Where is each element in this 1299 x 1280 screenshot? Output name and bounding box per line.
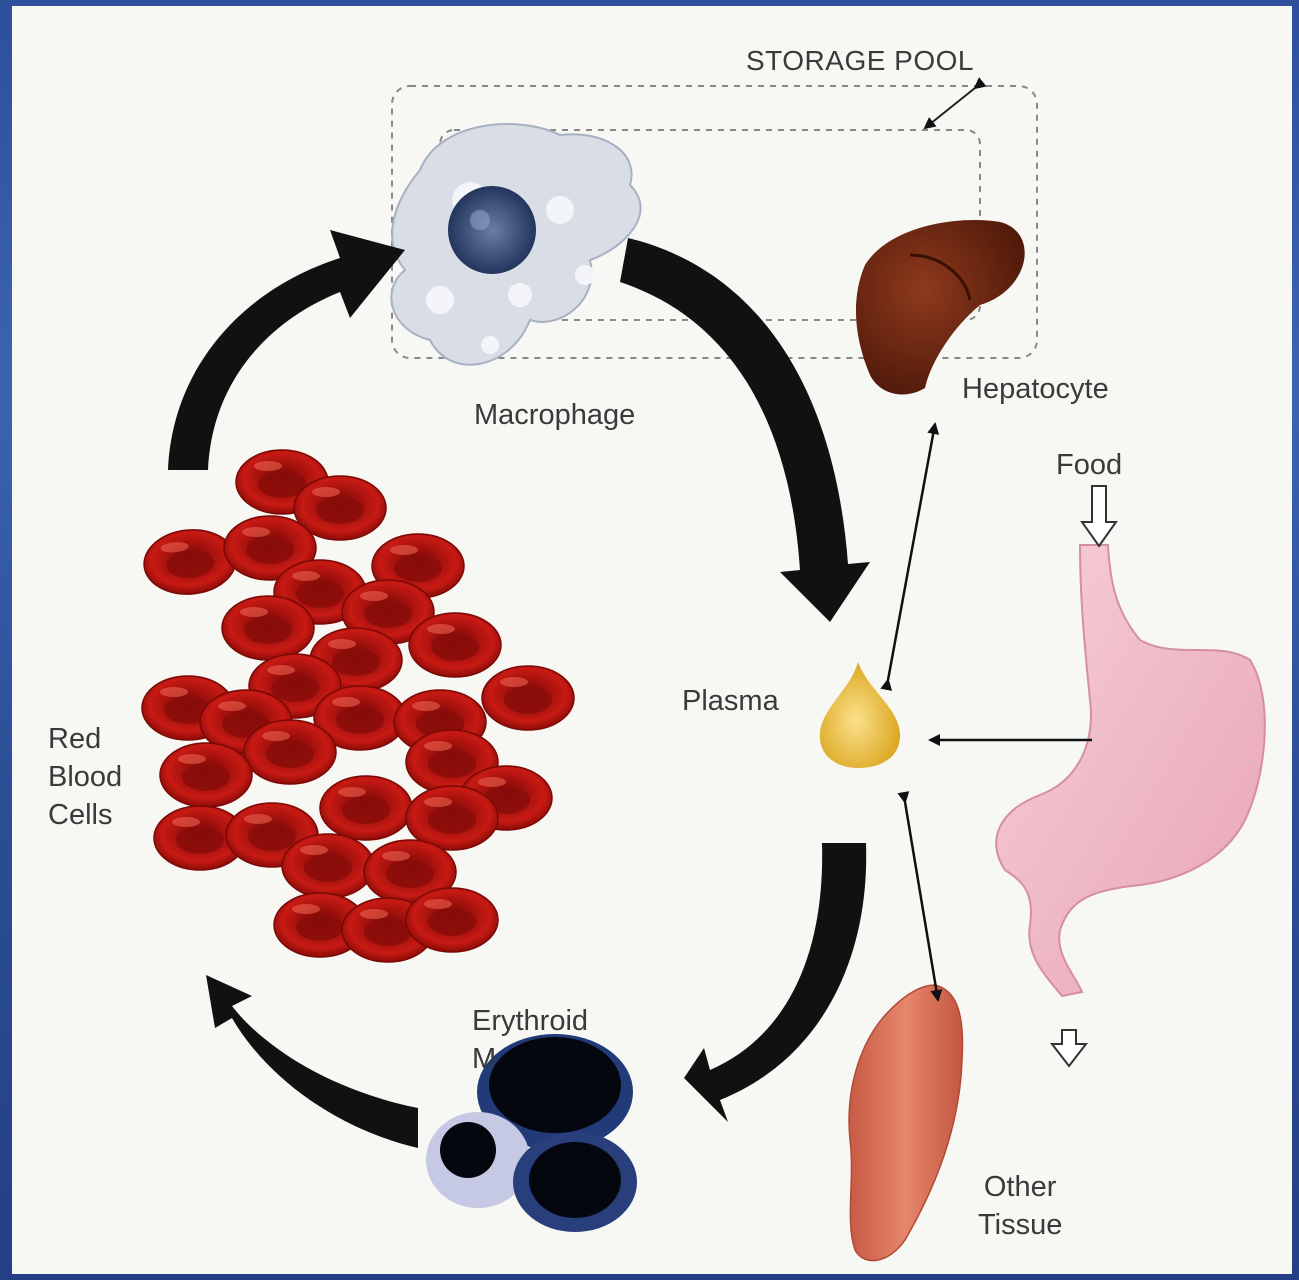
- red-blood-cell: [222, 596, 314, 660]
- arrow-plasma-hepatocyte: [888, 424, 935, 680]
- stomach: [996, 545, 1265, 996]
- red-blood-cell: [406, 888, 498, 952]
- red-blood-cell: [244, 720, 336, 784]
- red-blood-cell: [320, 776, 412, 840]
- arrow-plasma-to-marrow: [684, 843, 866, 1122]
- red-blood-cell: [160, 743, 252, 807]
- plasma-label: Plasma: [682, 682, 779, 720]
- food-out-arrow: [1052, 1030, 1086, 1066]
- red-blood-cells: [141, 450, 574, 962]
- food-label: Food: [1056, 446, 1122, 484]
- red-blood-cells-label: Red Blood Cells: [48, 720, 122, 834]
- arrow-marrow-to-rbc: [206, 975, 418, 1148]
- liver-hepatocyte: [856, 220, 1025, 395]
- red-blood-cell: [141, 526, 238, 598]
- food-in-arrow: [1082, 486, 1116, 546]
- hepatocyte-label: Hepatocyte: [962, 370, 1109, 408]
- storage-pool-label: STORAGE POOL: [746, 42, 974, 80]
- red-blood-cell: [282, 834, 374, 898]
- red-blood-cell: [482, 666, 574, 730]
- storage-pool-pointer: [925, 88, 975, 128]
- arrow-rbc-to-macrophage: [168, 230, 405, 470]
- erythroid-marrow-label: Erythroid M: [472, 1002, 588, 1078]
- arrow-plasma-other-tissue: [905, 802, 938, 1000]
- other-tissue-label: Other Tissue: [978, 1168, 1062, 1244]
- other-tissue-muscle: [849, 985, 962, 1261]
- macrophage-label: Macrophage: [474, 396, 635, 434]
- macrophage-cell: [391, 124, 640, 365]
- red-blood-cell: [409, 613, 501, 677]
- arrow-macrophage-to-plasma: [620, 238, 870, 622]
